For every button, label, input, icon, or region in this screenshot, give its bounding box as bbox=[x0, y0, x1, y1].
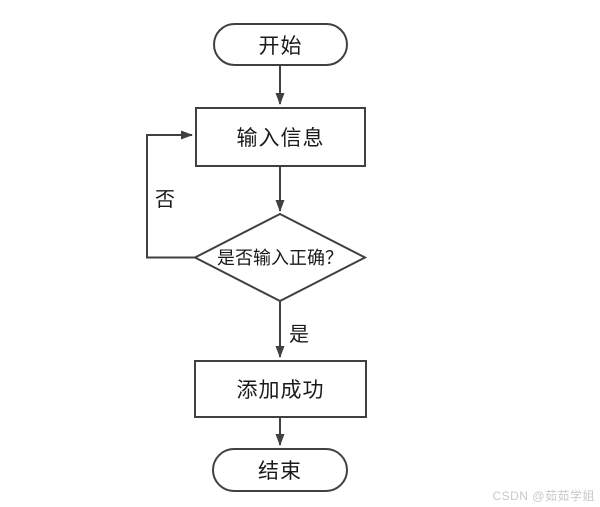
csdn-watermark: CSDN @茹茹学姐 bbox=[492, 489, 595, 503]
start-node: 开始 bbox=[213, 23, 348, 66]
success-node: 添加成功 bbox=[194, 360, 367, 418]
input-node-label: 输入信息 bbox=[236, 126, 325, 150]
end-node-label: 结束 bbox=[258, 459, 302, 483]
input-node: 输入信息 bbox=[195, 107, 366, 167]
edge-label-yes: 是 bbox=[285, 319, 313, 346]
success-node-label: 添加成功 bbox=[236, 378, 325, 402]
decision-node-label: 是否输入正确？ bbox=[196, 243, 364, 271]
start-node-label: 开始 bbox=[258, 33, 303, 58]
edge-label-no-text: 否 bbox=[155, 188, 175, 211]
decision-node-shape bbox=[192, 212, 368, 303]
end-node: 结束 bbox=[212, 448, 348, 492]
decision-node-text: 是否输入正确？ bbox=[217, 248, 343, 268]
edge-label-yes-text: 是 bbox=[289, 323, 309, 346]
edge-label-no: 否 bbox=[150, 184, 180, 211]
edge-decision-no-loop bbox=[146, 130, 196, 259]
